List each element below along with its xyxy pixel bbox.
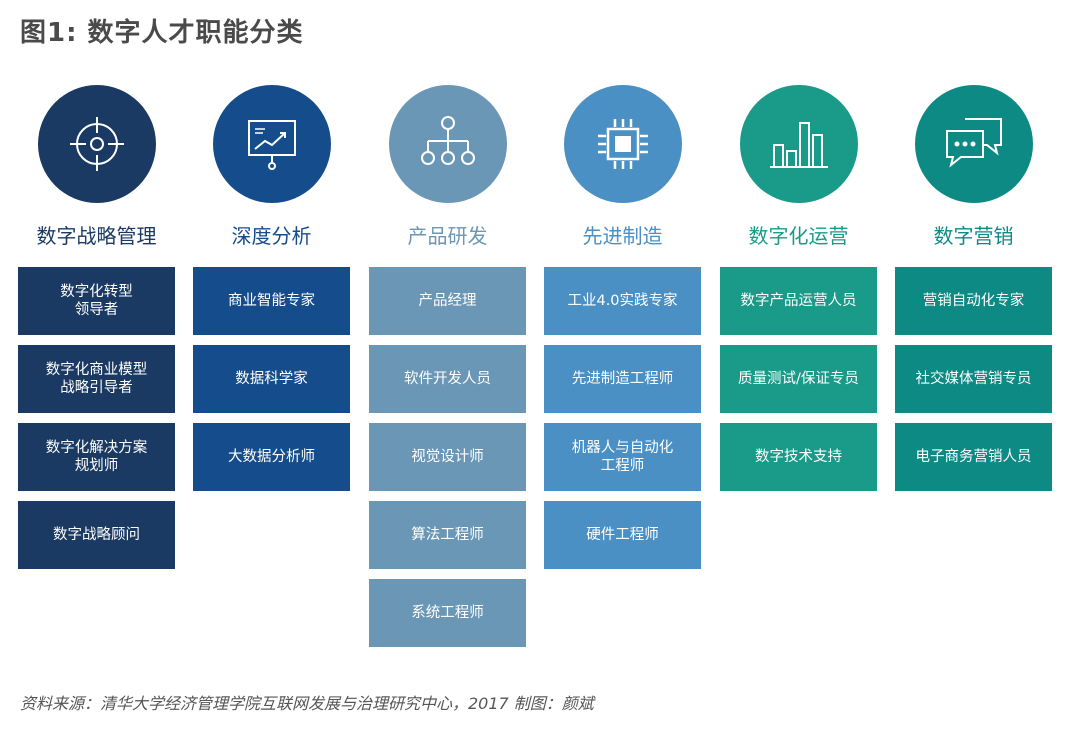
role-box: 社交媒体营销专员 xyxy=(895,345,1052,413)
figure-title: 图1: 数字人才职能分类 xyxy=(20,18,304,48)
crosshair-icon xyxy=(38,85,156,203)
role-box: 数字技术支持 xyxy=(720,423,877,491)
category-label: 深度分析 xyxy=(231,224,312,248)
role-box: 硬件工程师 xyxy=(544,501,701,569)
role-box: 工业4.0实践专家 xyxy=(544,267,701,335)
role-box: 软件开发人员 xyxy=(369,345,526,413)
role-box: 电子商务营销人员 xyxy=(895,423,1052,491)
role-box: 算法工程师 xyxy=(369,501,526,569)
category-label: 数字化运营 xyxy=(748,224,849,248)
role-box: 营销自动化专家 xyxy=(895,267,1052,335)
bar-chart-icon xyxy=(740,85,858,203)
role-box: 数据科学家 xyxy=(193,345,350,413)
role-box: 产品经理 xyxy=(369,267,526,335)
chat-bubbles-icon xyxy=(915,85,1033,203)
chip-icon xyxy=(564,85,682,203)
presentation-chart-icon xyxy=(213,85,331,203)
category-label: 数字战略管理 xyxy=(36,224,157,248)
role-box: 视觉设计师 xyxy=(369,423,526,491)
role-box: 数字化解决方案 规划师 xyxy=(18,423,175,491)
role-box: 数字产品运营人员 xyxy=(720,267,877,335)
category-label: 先进制造 xyxy=(582,224,663,248)
role-box: 数字化转型 领导者 xyxy=(18,267,175,335)
category-label: 产品研发 xyxy=(407,224,488,248)
role-box: 数字战略顾问 xyxy=(18,501,175,569)
role-box: 商业智能专家 xyxy=(193,267,350,335)
role-box: 机器人与自动化 工程师 xyxy=(544,423,701,491)
role-box: 先进制造工程师 xyxy=(544,345,701,413)
role-box: 系统工程师 xyxy=(369,579,526,647)
role-box: 数字化商业模型 战略引导者 xyxy=(18,345,175,413)
hierarchy-icon xyxy=(389,85,507,203)
category-label: 数字营销 xyxy=(933,224,1014,248)
source-note: 资料来源：清华大学经济管理学院互联网发展与治理研究中心，2017 制图：颜斌 xyxy=(20,694,594,713)
role-box: 大数据分析师 xyxy=(193,423,350,491)
role-box: 质量测试/保证专员 xyxy=(720,345,877,413)
